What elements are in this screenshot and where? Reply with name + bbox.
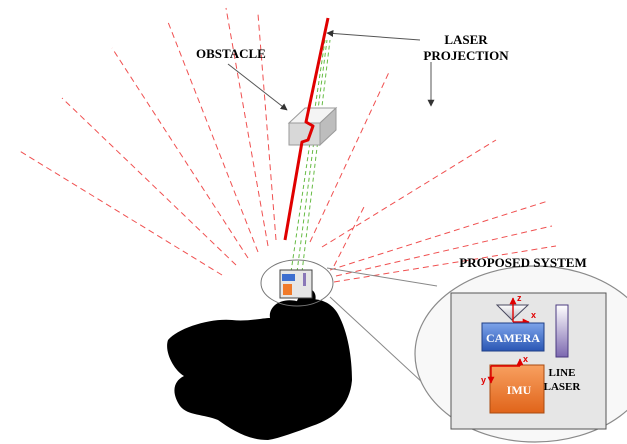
line-laser-label-line2: LASER xyxy=(544,381,582,393)
connector-bottom xyxy=(329,296,438,397)
scan-fan-line xyxy=(309,69,391,243)
scan-fan-line xyxy=(335,225,553,277)
small-device xyxy=(260,259,334,307)
person-silhouette xyxy=(167,290,352,440)
laser-pointer-arrow xyxy=(326,29,421,41)
scan-fan-line xyxy=(167,21,259,253)
camera-fov-lines xyxy=(290,39,331,273)
imu-box xyxy=(489,364,545,414)
device-highlight-ellipse xyxy=(260,259,334,307)
scan-fan-line xyxy=(17,149,223,276)
fov-line-right xyxy=(301,39,331,273)
scan-fan-line xyxy=(225,7,269,247)
line-laser-bar xyxy=(555,304,569,358)
obstacle-pointer-arrow xyxy=(227,63,288,111)
scan-fan-line xyxy=(333,245,557,283)
obstacle-label: OBSTACLE xyxy=(196,46,266,61)
camera-z-label: z xyxy=(517,293,522,303)
laser-label-line2: PROJECTION xyxy=(423,48,509,63)
inset-proposed-system xyxy=(414,265,627,443)
scan-fan-line xyxy=(333,204,366,267)
scan-fan xyxy=(17,7,557,283)
camera-box xyxy=(481,322,545,352)
scan-fan-line xyxy=(257,13,277,241)
camera-label: CAMERA xyxy=(486,331,540,345)
camera-x-label: x xyxy=(531,310,536,320)
laser-projection-line xyxy=(283,17,330,241)
laser-label-line1: LASER xyxy=(444,32,488,47)
imu-y-label: y xyxy=(481,375,486,385)
fov-line-left xyxy=(290,39,326,273)
imu-x-label: x xyxy=(523,354,528,364)
scan-fan-line xyxy=(329,200,549,271)
line-laser-label-line1: LINE xyxy=(549,367,576,379)
scan-fan-line xyxy=(111,47,249,259)
imu-label: IMU xyxy=(507,383,532,397)
proposed-system-label: PROPOSED SYSTEM xyxy=(459,255,587,270)
fov-line-mid xyxy=(296,39,328,273)
scan-fan-line xyxy=(321,139,497,248)
connector-top xyxy=(326,267,438,287)
scan-fan-line xyxy=(61,97,237,266)
